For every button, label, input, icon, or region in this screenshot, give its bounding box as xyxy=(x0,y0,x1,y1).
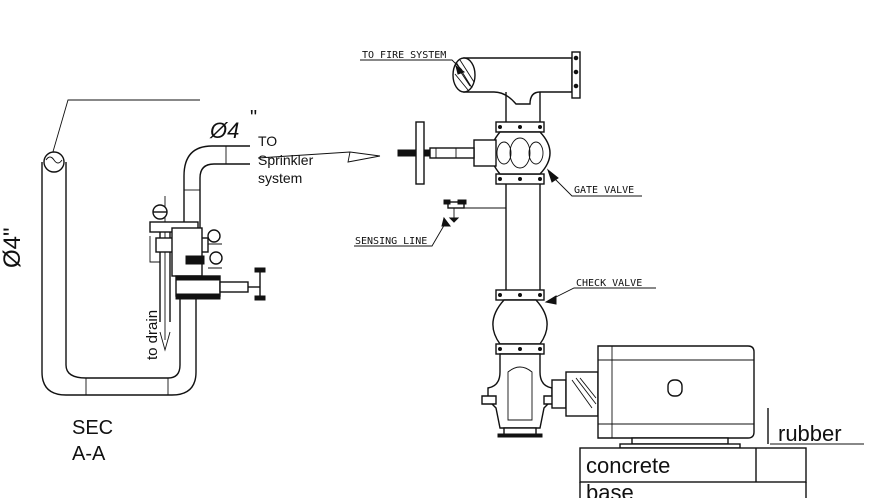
sensing-line-fitting xyxy=(443,199,506,223)
sensing-line-leader xyxy=(354,221,447,247)
drain-label: to drain xyxy=(144,310,161,360)
concrete-base xyxy=(579,408,807,498)
diameter-top-quote: " xyxy=(250,107,257,129)
check-valve-leader xyxy=(549,287,656,301)
section-label-line2: A-A xyxy=(72,443,106,465)
top-tee xyxy=(463,57,573,105)
gate-valve-label: GATE VALVE xyxy=(574,185,634,196)
drain-arrow-icon xyxy=(159,196,171,352)
pump-elevation: TO FIRE SYSTEM GATE VALVE SENSING LINE C… xyxy=(354,50,864,498)
motor xyxy=(597,345,755,449)
u-pipe xyxy=(41,162,197,396)
fire-system-label: TO FIRE SYSTEM xyxy=(362,50,446,61)
concrete-label: concrete xyxy=(586,453,670,478)
rubber-label: rubber xyxy=(778,421,842,446)
to-label: TO xyxy=(258,133,277,149)
alarm-valve-trim xyxy=(149,204,266,301)
check-valve xyxy=(492,289,548,355)
check-valve-label: CHECK VALVE xyxy=(576,278,642,289)
pipe-section-symbol xyxy=(43,151,65,173)
base-label: base xyxy=(586,480,634,498)
sprinkler-riser-pipe xyxy=(183,145,250,230)
gate-valve-leader xyxy=(551,175,642,197)
section-a-a: Ø4" Ø4 " TO Sprinkler system to drain SE… xyxy=(0,99,381,465)
main-riser xyxy=(505,184,541,290)
gate-valve xyxy=(397,121,551,185)
sprinkler-arrow-icon xyxy=(257,151,381,163)
sprinkler-label: Sprinkler xyxy=(258,152,314,168)
sensing-line-label: SENSING LINE xyxy=(355,236,427,247)
diameter-vertical-label: Ø4" xyxy=(0,227,26,268)
fire-system-leader xyxy=(360,59,463,71)
section-label-line1: SEC xyxy=(72,417,113,439)
pump-casing xyxy=(481,353,599,438)
system-label: system xyxy=(258,170,302,186)
diameter-top-label: Ø4 xyxy=(209,118,239,143)
diameter-leader-line xyxy=(49,99,200,163)
